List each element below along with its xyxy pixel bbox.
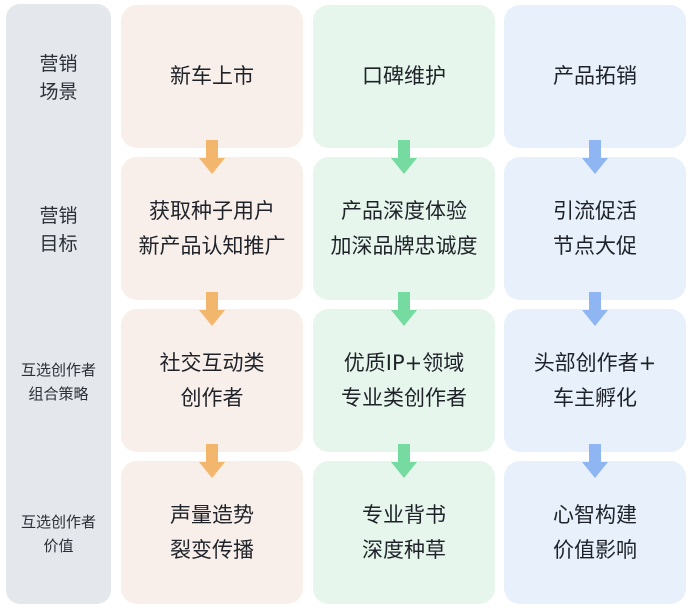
card-reputation-maintenance: 口碑维护	[313, 5, 495, 148]
card-top-creators: 头部创作者+ 车主孵化	[504, 309, 686, 452]
row-label-line: 互选创作者	[20, 513, 96, 531]
down-arrow-icon	[199, 140, 225, 174]
row-label-creator-strategy: 互选创作者 组合策略	[6, 308, 111, 456]
row-label-sidebar	[6, 4, 111, 604]
card-text-line: 产品深度体验	[341, 198, 467, 223]
down-arrow-icon	[582, 140, 608, 174]
card-text-line: 新车上市	[170, 64, 254, 88]
row-label-line: 互选创作者	[20, 361, 96, 379]
row-label-marketing-scenario: 营销 场景	[6, 4, 111, 152]
card-deep-experience: 产品深度体验 加深品牌忠诚度	[313, 157, 495, 300]
row-label-creator-value: 互选创作者 价值	[6, 460, 111, 608]
card-text-line: 加深品牌忠诚度	[330, 233, 478, 258]
card-text-line: 节点大促	[553, 233, 637, 258]
row-label-line: 组合策略	[28, 385, 89, 403]
card-text-line: 价值影响	[553, 537, 637, 562]
row-label-line: 营销	[39, 53, 78, 75]
down-arrow-icon	[582, 292, 608, 326]
card-new-car-launch: 新车上市	[121, 5, 303, 148]
card-seed-users: 获取种子用户 新产品认知推广	[121, 157, 303, 300]
card-text-line: 裂变传播	[170, 537, 254, 562]
card-professional-creators: 优质IP+领域 专业类创作者	[313, 309, 495, 452]
row-label-line: 营销	[39, 205, 78, 227]
card-text-line: 社交互动类	[159, 350, 265, 375]
row-label-marketing-goal: 营销 目标	[6, 156, 111, 304]
card-text-line: 口碑维护	[362, 64, 446, 88]
down-arrow-icon	[199, 444, 225, 478]
card-text-line: 引流促活	[553, 198, 637, 223]
card-text-line: 心智构建	[553, 502, 637, 527]
card-text-line: 新产品认知推广	[138, 233, 286, 258]
down-arrow-icon	[199, 292, 225, 326]
down-arrow-icon	[391, 292, 417, 326]
card-traffic-promotion: 引流促活 节点大促	[504, 157, 686, 300]
row-label-line: 场景	[39, 81, 78, 103]
card-text-line: 深度种草	[362, 537, 446, 562]
down-arrow-icon	[391, 140, 417, 174]
row-label-line: 价值	[43, 537, 74, 555]
card-volume-fission: 声量造势 裂变传播	[121, 461, 303, 604]
down-arrow-icon	[582, 444, 608, 478]
card-mindshare-value: 心智构建 价值影响	[504, 461, 686, 604]
card-text-line: 车主孵化	[553, 385, 637, 410]
card-product-sales-expansion: 产品拓销	[504, 5, 686, 148]
card-social-creators: 社交互动类 创作者	[121, 309, 303, 452]
card-text-line: 获取种子用户	[149, 198, 275, 223]
card-text-line: 头部创作者+	[533, 350, 657, 375]
row-label-line: 目标	[39, 233, 78, 255]
card-text-line: 专业背书	[362, 502, 446, 527]
down-arrow-icon	[391, 444, 417, 478]
card-endorsement-seeding: 专业背书 深度种草	[313, 461, 495, 604]
card-text-line: 创作者	[180, 385, 244, 410]
card-text-line: 声量造势	[170, 502, 254, 527]
card-text-line: 优质IP+领域	[343, 350, 465, 375]
card-text-line: 产品拓销	[553, 64, 637, 88]
card-text-line: 专业类创作者	[341, 385, 467, 410]
